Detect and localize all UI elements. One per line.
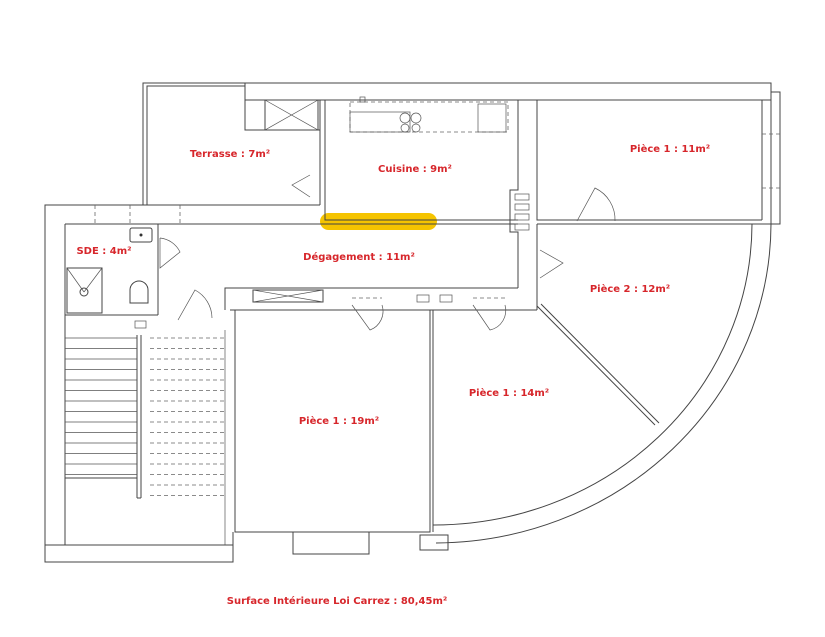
room-label-degagement: Dégagement : 11m² <box>303 252 415 263</box>
room-label-piece1-14: Pièce 1 : 14m² <box>468 388 550 399</box>
room-label-piece2-12: Pièce 2 : 12m² <box>589 284 671 295</box>
bathroom-fixtures <box>65 224 159 329</box>
doors <box>159 174 616 331</box>
highlighted-wall-marker <box>320 213 437 230</box>
room-label-sde: SDE : 4m² <box>76 246 132 257</box>
room-label-piece1-19: Pièce 1 : 19m² <box>298 416 380 427</box>
exterior-walls <box>44 82 781 563</box>
total-surface-label: Surface Intérieure Loi Carrez : 80,45m² <box>226 596 448 607</box>
staircase <box>65 330 226 545</box>
room-label-piece1-11: Pièce 1 : 11m² <box>629 144 711 155</box>
room-label-terrasse: Terrasse : 7m² <box>189 149 271 160</box>
kitchen-counter <box>349 96 509 133</box>
room-label-cuisine: Cuisine : 9m² <box>378 164 452 175</box>
